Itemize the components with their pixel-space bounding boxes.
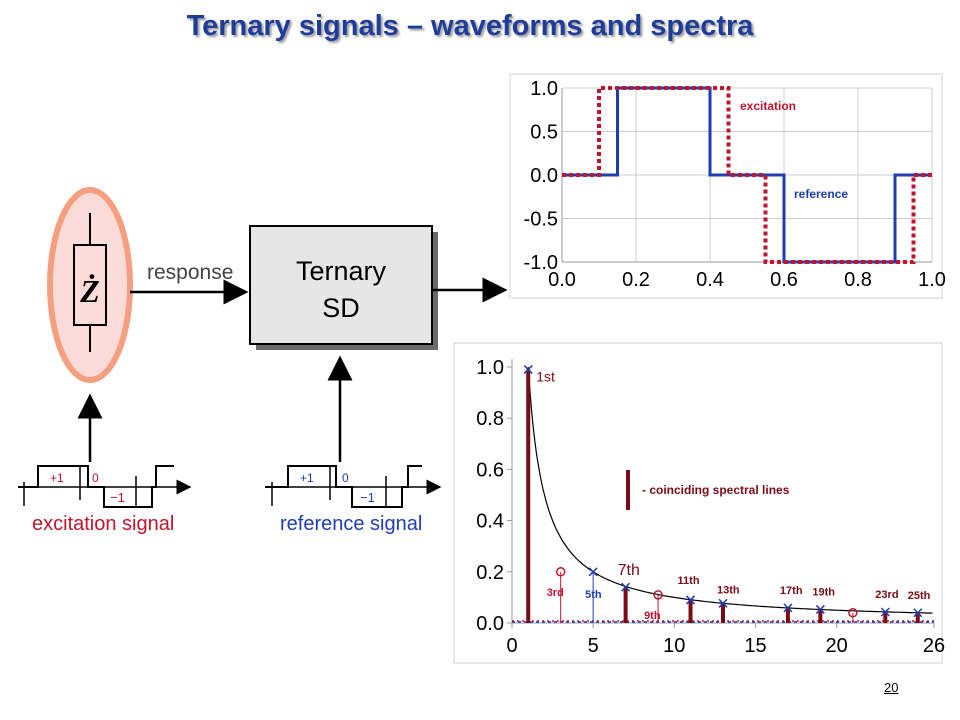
spec-y-tick-label: 0.8	[476, 408, 504, 430]
reference-caption: reference signal	[280, 513, 422, 535]
wave-x-tick-label: 0.8	[844, 269, 872, 291]
wave-y-tick-label: 0.0	[530, 165, 558, 187]
wave-y-tick-label: -0.5	[524, 209, 558, 231]
spec-y-tick-label: 0.2	[476, 562, 504, 584]
harmonic-label-1st: 1st	[536, 369, 555, 385]
harmonic-label-3rd: 3rd	[547, 587, 564, 599]
waveform-chart-series	[562, 86, 932, 264]
slide-number: 20	[884, 680, 899, 695]
harmonic-label-25th: 25th	[908, 590, 931, 602]
coinciding-marker-17th	[783, 603, 793, 613]
harmonic-label-7th: 7th	[618, 562, 640, 579]
wave-x-tick-label: 0.4	[696, 269, 724, 291]
harmonic-label-5th: 5th	[585, 589, 602, 601]
reference-plus-label: +1	[300, 471, 314, 485]
excitation-series-line	[562, 86, 932, 264]
harmonic-label-19th: 19th	[812, 586, 835, 598]
excitation-zero-label: 0	[92, 471, 99, 485]
annotation-coinciding: - coinciding spectral lines	[642, 483, 790, 497]
reference-marker-5th	[588, 567, 598, 577]
ternary-sd-block	[249, 225, 433, 345]
block-label-line2: SD	[322, 293, 360, 323]
reference-zero-label: 0	[342, 471, 349, 485]
excitation-waveform	[18, 465, 192, 508]
spec-x-tick-label: 10	[663, 635, 685, 657]
legend-excitation: excitation	[740, 99, 796, 113]
spectrum-chart-frame	[453, 342, 943, 664]
wave-y-tick-label: -1.0	[524, 252, 558, 274]
coinciding-marker-11th	[686, 595, 696, 605]
coinciding-marker-1st	[523, 365, 533, 375]
harmonic-label-13th: 13th	[717, 584, 740, 596]
impedance-symbol: Ż	[79, 273, 100, 309]
coinciding-marker-13th	[718, 598, 728, 608]
coinciding-marker-23rd	[880, 607, 890, 617]
reference-minus-label: −1	[360, 490, 375, 505]
wave-x-tick-label: 0.6	[770, 269, 798, 291]
excitation-plus-label: +1	[50, 471, 64, 485]
legend-reference: reference	[794, 187, 848, 201]
wave-y-tick-label: 1.0	[530, 78, 558, 100]
wave-x-tick-label: 0.0	[548, 269, 576, 291]
spec-x-tick-label: 15	[744, 635, 766, 657]
harmonic-label-11th: 11th	[678, 575, 700, 587]
coinciding-marker-19th	[815, 604, 825, 614]
excitation-marker-9th	[653, 590, 663, 600]
response-label: response	[147, 261, 233, 284]
harmonic-label-9th: 9th	[644, 610, 661, 622]
spec-x-tick-label: 26	[923, 635, 945, 657]
spectrum-chart-marks: 1st 7th 11th 13th 17th 19th 23rd 25th 3rd 9th 5th	[512, 365, 934, 623]
excitation-marker-3rd	[555, 567, 566, 577]
reference-waveform	[265, 465, 442, 508]
spec-y-tick-label: 1.0	[476, 357, 504, 379]
harmonic-label-17th: 17th	[780, 585, 803, 597]
block-label-line1: Ternary	[296, 256, 387, 286]
harmonic-label-23rd: 23rd	[875, 589, 898, 601]
spec-x-tick-label: 5	[588, 635, 599, 657]
spec-x-tick-label: 0	[506, 635, 517, 657]
spec-y-tick-label: 0.6	[476, 459, 504, 481]
coinciding-marker-7th	[621, 582, 631, 592]
wave-x-tick-label: 0.2	[622, 269, 650, 291]
waveform-chart-ticks: 0.0 0.2 0.4 0.6 0.8 1.0 1.0 0.5 0.0 -0.5 -1.0	[524, 78, 946, 291]
spec-y-tick-label: 0.4	[476, 511, 504, 533]
excitation-minus-label: −1	[110, 490, 125, 505]
wave-x-tick-label: 1.0	[918, 269, 946, 291]
waveform-chart-frame	[509, 73, 943, 299]
spec-y-tick-label: 0.0	[476, 613, 504, 635]
excitation-caption: excitation signal	[32, 513, 174, 535]
page-title: Ternary signals – waveforms and spectra	[186, 10, 754, 42]
wave-y-tick-label: 0.5	[530, 122, 558, 144]
spec-x-tick-label: 20	[825, 635, 847, 657]
excitation-marker-h21	[848, 608, 858, 618]
coinciding-marker-25th	[913, 608, 923, 618]
spectrum-chart-ticks: 0 5 10 15 20 26 1.0 0.8 0.6 0.4 0.2 0.0	[476, 357, 945, 657]
